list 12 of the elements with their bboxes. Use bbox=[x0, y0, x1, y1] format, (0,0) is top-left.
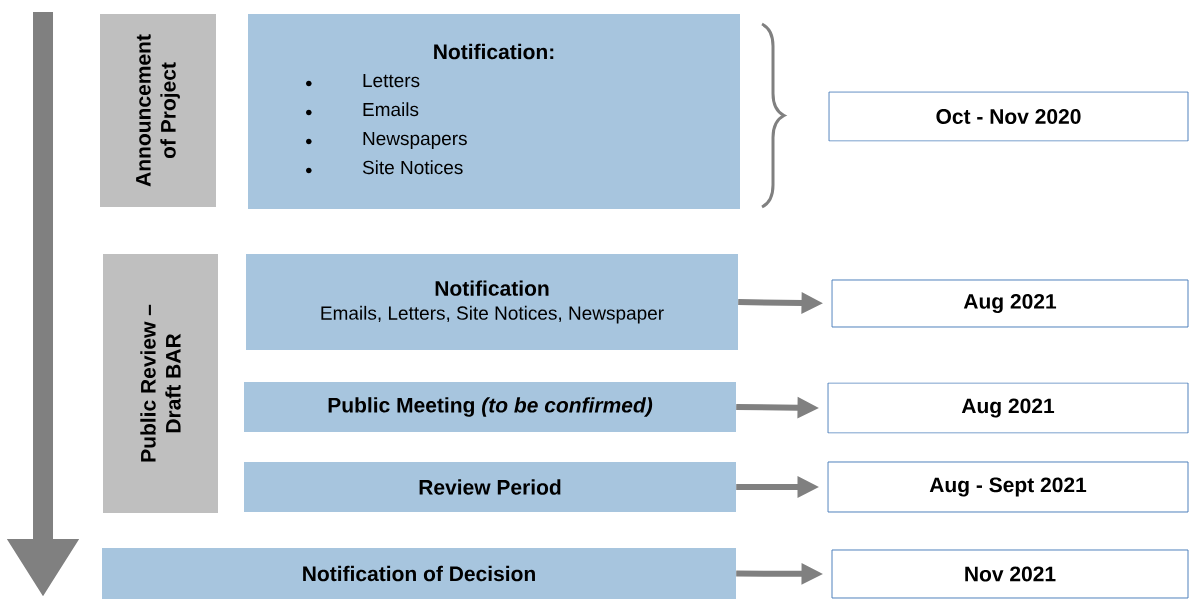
phase-box: Public Review – Draft BAR bbox=[103, 254, 218, 513]
date-box: Nov 2021 bbox=[831, 549, 1189, 599]
date-box: Aug 2021 bbox=[827, 382, 1189, 434]
date-box: Aug - Sept 2021 bbox=[827, 461, 1189, 513]
phase-box: Announcement of Project bbox=[100, 14, 216, 207]
step-box: Public Meeting (to be confirmed) bbox=[244, 382, 736, 432]
notification-box: Notification: Letters Emails Newspapers Site Notices bbox=[248, 14, 740, 209]
step-box: Review Period bbox=[244, 462, 736, 512]
step-box: Notification of Decision bbox=[102, 548, 736, 599]
date-box: Aug 2021 bbox=[831, 279, 1189, 328]
notification-box: Notification Emails, Letters, Site Notices, Newspaper bbox=[246, 254, 738, 350]
date-box: Oct - Nov 2020 bbox=[828, 91, 1189, 142]
